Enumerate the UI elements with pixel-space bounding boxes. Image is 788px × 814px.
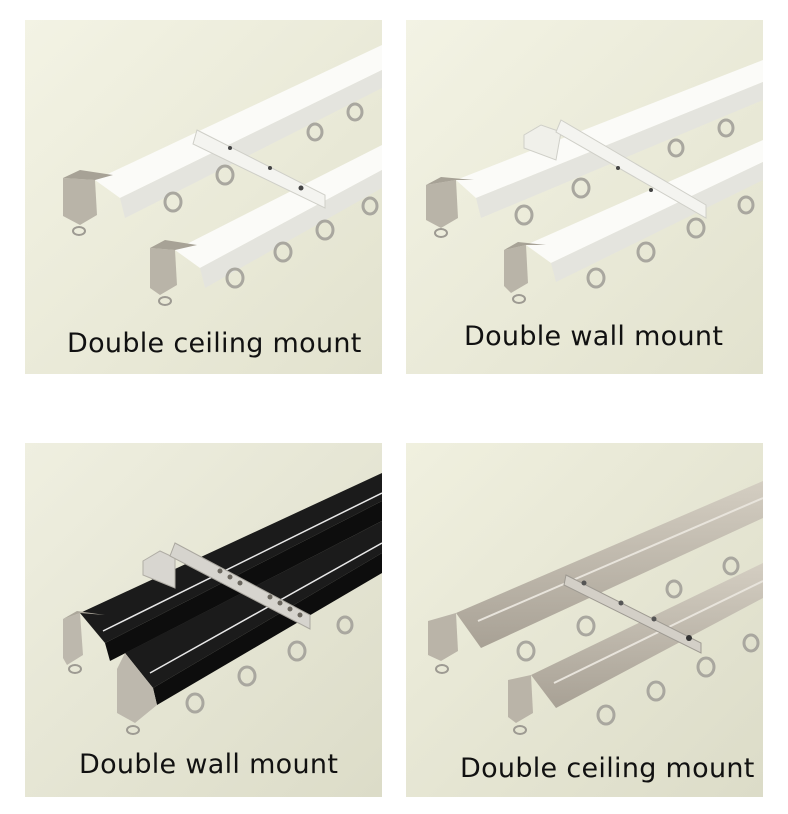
product-panel-white-wall-mount: Double wall mount <box>406 20 763 374</box>
champagne-double-ceiling-rail-image <box>406 443 763 797</box>
product-caption: Double wall mount <box>464 321 724 352</box>
product-caption: Double ceiling mount <box>460 753 755 784</box>
product-panel-black-wall-mount: Double wall mount <box>25 443 382 797</box>
white-double-ceiling-rail-image <box>25 20 382 374</box>
product-panel-white-ceiling-mount: Double ceiling mount <box>25 20 382 374</box>
product-panel-champagne-ceiling-mount: Double ceiling mount <box>406 443 763 797</box>
product-caption: Double ceiling mount <box>67 328 362 359</box>
white-double-wall-rail-image <box>406 20 763 374</box>
product-caption: Double wall mount <box>79 749 339 780</box>
black-double-wall-rail-image <box>25 443 382 797</box>
